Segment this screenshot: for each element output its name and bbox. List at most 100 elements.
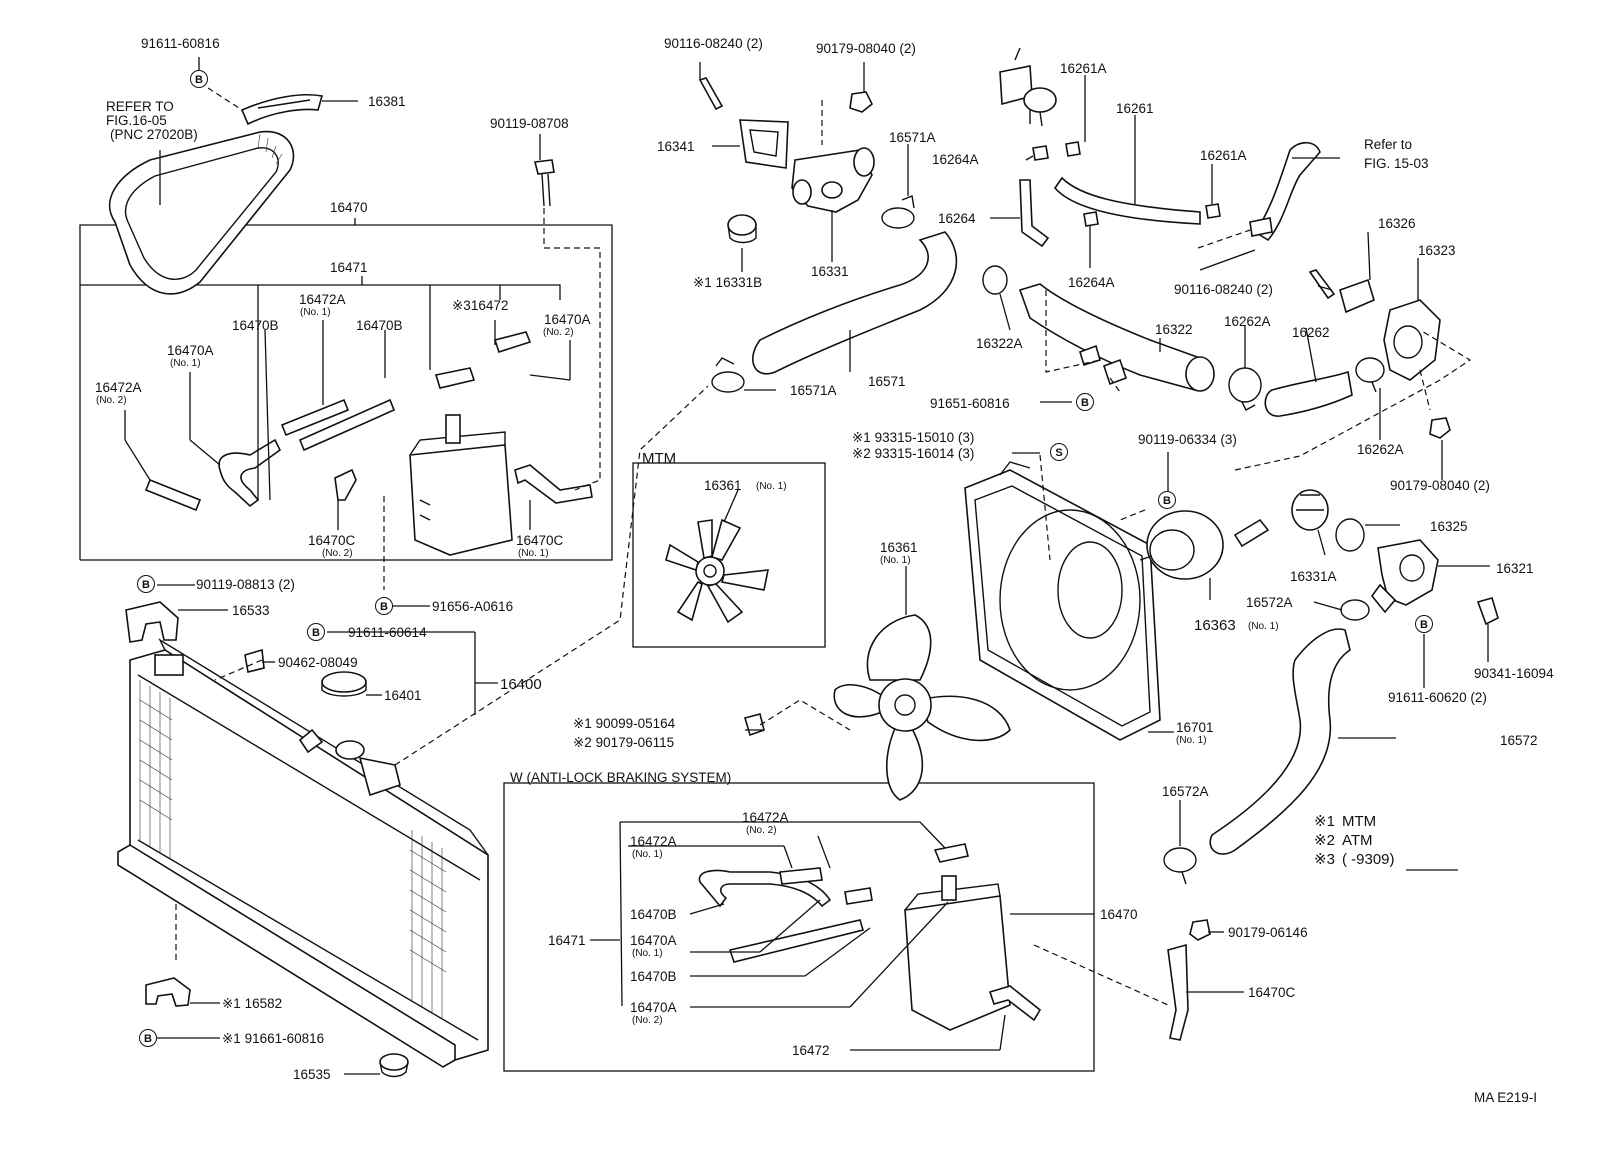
abs-label-16471: 16471 [548,933,586,948]
inlet-16331 [791,147,875,213]
leader-lines [124,57,1490,1075]
label-16325: 16325 [1430,519,1468,534]
label-90119-06334: 90119-06334 (3) [1138,432,1237,447]
pipe-16322 [1018,283,1215,392]
label-16341: 16341 [657,139,695,154]
label-16571A-bot: 16571A [790,383,837,398]
fan-16361 [833,614,1011,801]
clip-16264A-bot [1083,211,1099,227]
frame-16470-group [79,224,613,561]
frame-abs [503,782,1095,1072]
label-16472A-no1-sub: (No. 1) [300,307,331,318]
bracket-16533 [125,601,179,643]
label-16401: 16401 [384,688,422,703]
label-16321: 16321 [1496,561,1534,576]
belt-callout-line1: REFER TO [106,99,174,114]
abs-label-16472A-no1-sub: (No. 1) [632,849,663,860]
hose-16261 [1053,176,1201,225]
label-16470-group: 16470 [330,200,368,215]
belt-callout-line3: (PNC 27020B) [110,127,198,142]
reservoir-16470 [409,367,513,556]
shroud-16701 [964,461,1161,741]
label-16470B-a: 16470B [232,318,279,333]
clip-90462 [244,648,265,673]
motor-16363 [1139,510,1270,580]
circle-b-symbol: B [375,597,393,615]
label-16400: 16400 [500,676,542,693]
clamp-16262A-a [1228,367,1262,411]
label-16572A-a: 16572A [1246,595,1293,610]
label-16361-sub: (No. 1) [880,555,911,566]
hose-refer-15-03 [1199,141,1321,271]
label-16261A-b: 16261A [1200,148,1247,163]
label-16261A-a: 16261A [1060,61,1107,76]
abs-box-title: W (ANTI-LOCK BRAKING SYSTEM) [510,770,732,785]
gasket-16326 [1339,278,1375,314]
label-16322A: 16322A [976,336,1023,351]
hose-16571 [751,231,958,375]
stud-90116-top [698,77,724,111]
label-16264A-a: 16264A [932,152,979,167]
label-16472A-no1: 16472A [299,292,346,307]
circle-b-symbol: B [1415,615,1433,633]
legend-mark-3: ※3 [1314,851,1335,868]
label-16533: 16533 [232,603,270,618]
abs-label-16470A-no2: 16470A [630,1000,677,1015]
label-16470C: 16470C [1248,985,1296,1000]
abs-label-16470A-no1: 16470A [630,933,677,948]
figure-code: MA E219-I [1474,1090,1538,1105]
dashed-connectors [175,87,1472,1006]
thermostat-16331A [1291,489,1329,531]
label-16261: 16261 [1116,101,1154,116]
abs-label-16470B-b: 16470B [630,969,677,984]
label-90341-16094: 90341-16094 [1474,666,1554,681]
label-16262A-a: 16262A [1224,314,1271,329]
gasket-16325 [1335,518,1365,552]
mtm-box-title: MTM [642,450,677,467]
abs-label-16472A-no1: 16472A [630,834,677,849]
hose-16264 [1019,179,1050,248]
circle-b-symbol: B [1076,393,1094,411]
label-16363: 16363 [1194,617,1236,634]
refer-line2: FIG. 15-03 [1364,156,1429,171]
label-16701: 16701 [1176,720,1214,735]
label-16470A-no2-sub: (No. 2) [543,327,574,338]
label-90462-08049: 90462-08049 [278,655,358,670]
fan-16361-mtm [665,518,769,624]
label-90119-08708: 90119-08708 [490,116,569,131]
label-16470A-no1-sub: (No. 1) [170,358,201,369]
label-16363-sub: (No. 1) [1248,621,1279,632]
label-16331: 16331 [811,264,849,279]
clamp-16572A-a [1340,599,1370,621]
nut-90179-08040-top [849,91,874,113]
clip-16261A-right [1205,203,1221,219]
label-16472A-no2-sub: (No. 2) [96,395,127,406]
legend-mark-2: ※2 [1314,832,1335,849]
label-16470C-no1: 16470C [516,533,564,548]
bolt-90119-08708 [534,159,555,207]
bracket-16381 [240,93,324,126]
label-16571: 16571 [868,374,906,389]
plug-16331B [727,214,757,244]
legend-text-3: ( -9309) [1342,851,1395,868]
label-91611-60614: 91611-60614 [348,625,427,640]
label-16471: 16471 [330,260,368,275]
label-16361-mtm-sub: (No. 1) [756,481,787,492]
label-90179-06115: ※2 90179-06115 [573,735,675,750]
legend-text-1: MTM [1342,813,1377,830]
label-90119-08813: 90119-08813 (2) [196,577,295,592]
label-16582: ※1 16582 [222,996,283,1011]
legend-mark-1: ※1 [1314,813,1335,830]
label-91651-60816: 91651-60816 [930,396,1010,411]
stud-90116-right [1308,269,1336,300]
label-16331A: 16331A [1290,569,1337,584]
label-90099-05164: ※1 90099-05164 [573,716,676,731]
legend-text-2: ATM [1342,832,1373,849]
label-16470C-no2: 16470C [308,533,356,548]
abs-reservoir-16470 [904,843,1042,1031]
abs-hoses [698,867,873,963]
label-91611-60620: 91611-60620 (2) [1388,690,1487,705]
label-16701-sub: (No. 1) [1176,735,1207,746]
cushion-16535 [379,1053,409,1078]
